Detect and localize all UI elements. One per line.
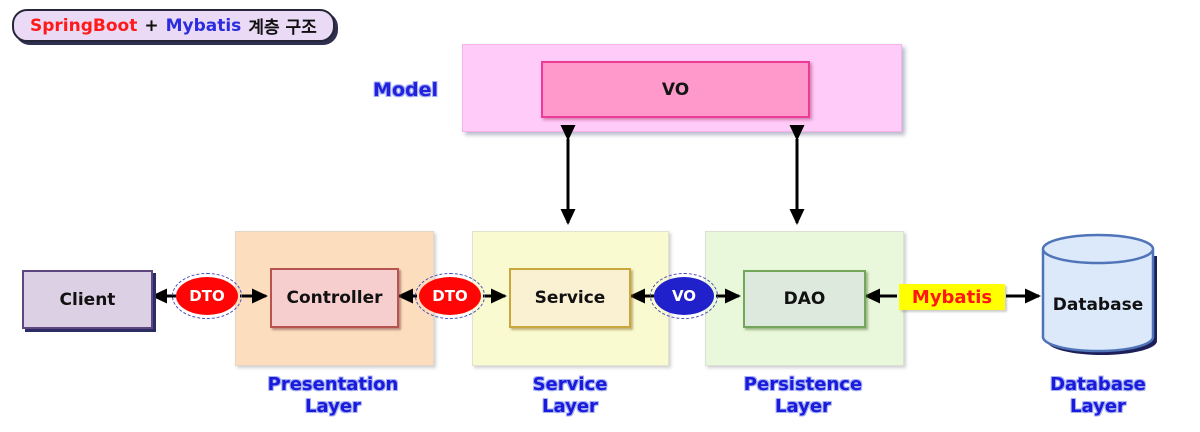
dao-node: DAO: [743, 270, 866, 328]
database-layer-label-line2: Layer: [1070, 396, 1126, 417]
title-badge: SpringBoot + Mybatis 계층 구조: [12, 9, 335, 42]
database-node-label: Database: [1052, 295, 1144, 315]
persistence-layer-label: Persistence Layer: [703, 374, 903, 418]
mybatis-connector: Mybatis: [899, 284, 1005, 310]
dto-connector-left: DTO: [172, 273, 242, 319]
service-layer-label: Service Layer: [470, 374, 670, 418]
database-layer-label-line1: Database: [1050, 374, 1146, 395]
model-label: Model: [373, 79, 438, 101]
title-mybatis: Mybatis: [165, 15, 242, 36]
title-plus: +: [144, 15, 159, 36]
database-layer-label: Database Layer: [998, 374, 1198, 418]
dto-connector-right: DTO: [415, 273, 485, 319]
model-box: VO: [462, 44, 902, 132]
client-node: Client: [22, 270, 153, 329]
service-node: Service: [509, 268, 631, 328]
persistence-layer-label-line1: Persistence: [743, 374, 863, 395]
title-springboot: SpringBoot: [30, 15, 138, 36]
controller-node: Controller: [270, 268, 399, 328]
vo-model-box: VO: [541, 61, 810, 118]
cylinder-shadow-right: [1152, 256, 1157, 340]
persistence-layer-label-line2: Layer: [775, 396, 831, 417]
service-layer-label-line2: Layer: [542, 396, 598, 417]
service-layer-label-line1: Service: [532, 374, 608, 395]
vo-connector: VO: [650, 273, 718, 319]
presentation-layer-label-line1: Presentation: [267, 374, 399, 395]
database-cylinder: [1041, 232, 1159, 362]
presentation-layer-label-line2: Layer: [305, 396, 361, 417]
title-korean: 계층 구조: [248, 18, 317, 38]
presentation-layer-label: Presentation Layer: [233, 374, 433, 418]
